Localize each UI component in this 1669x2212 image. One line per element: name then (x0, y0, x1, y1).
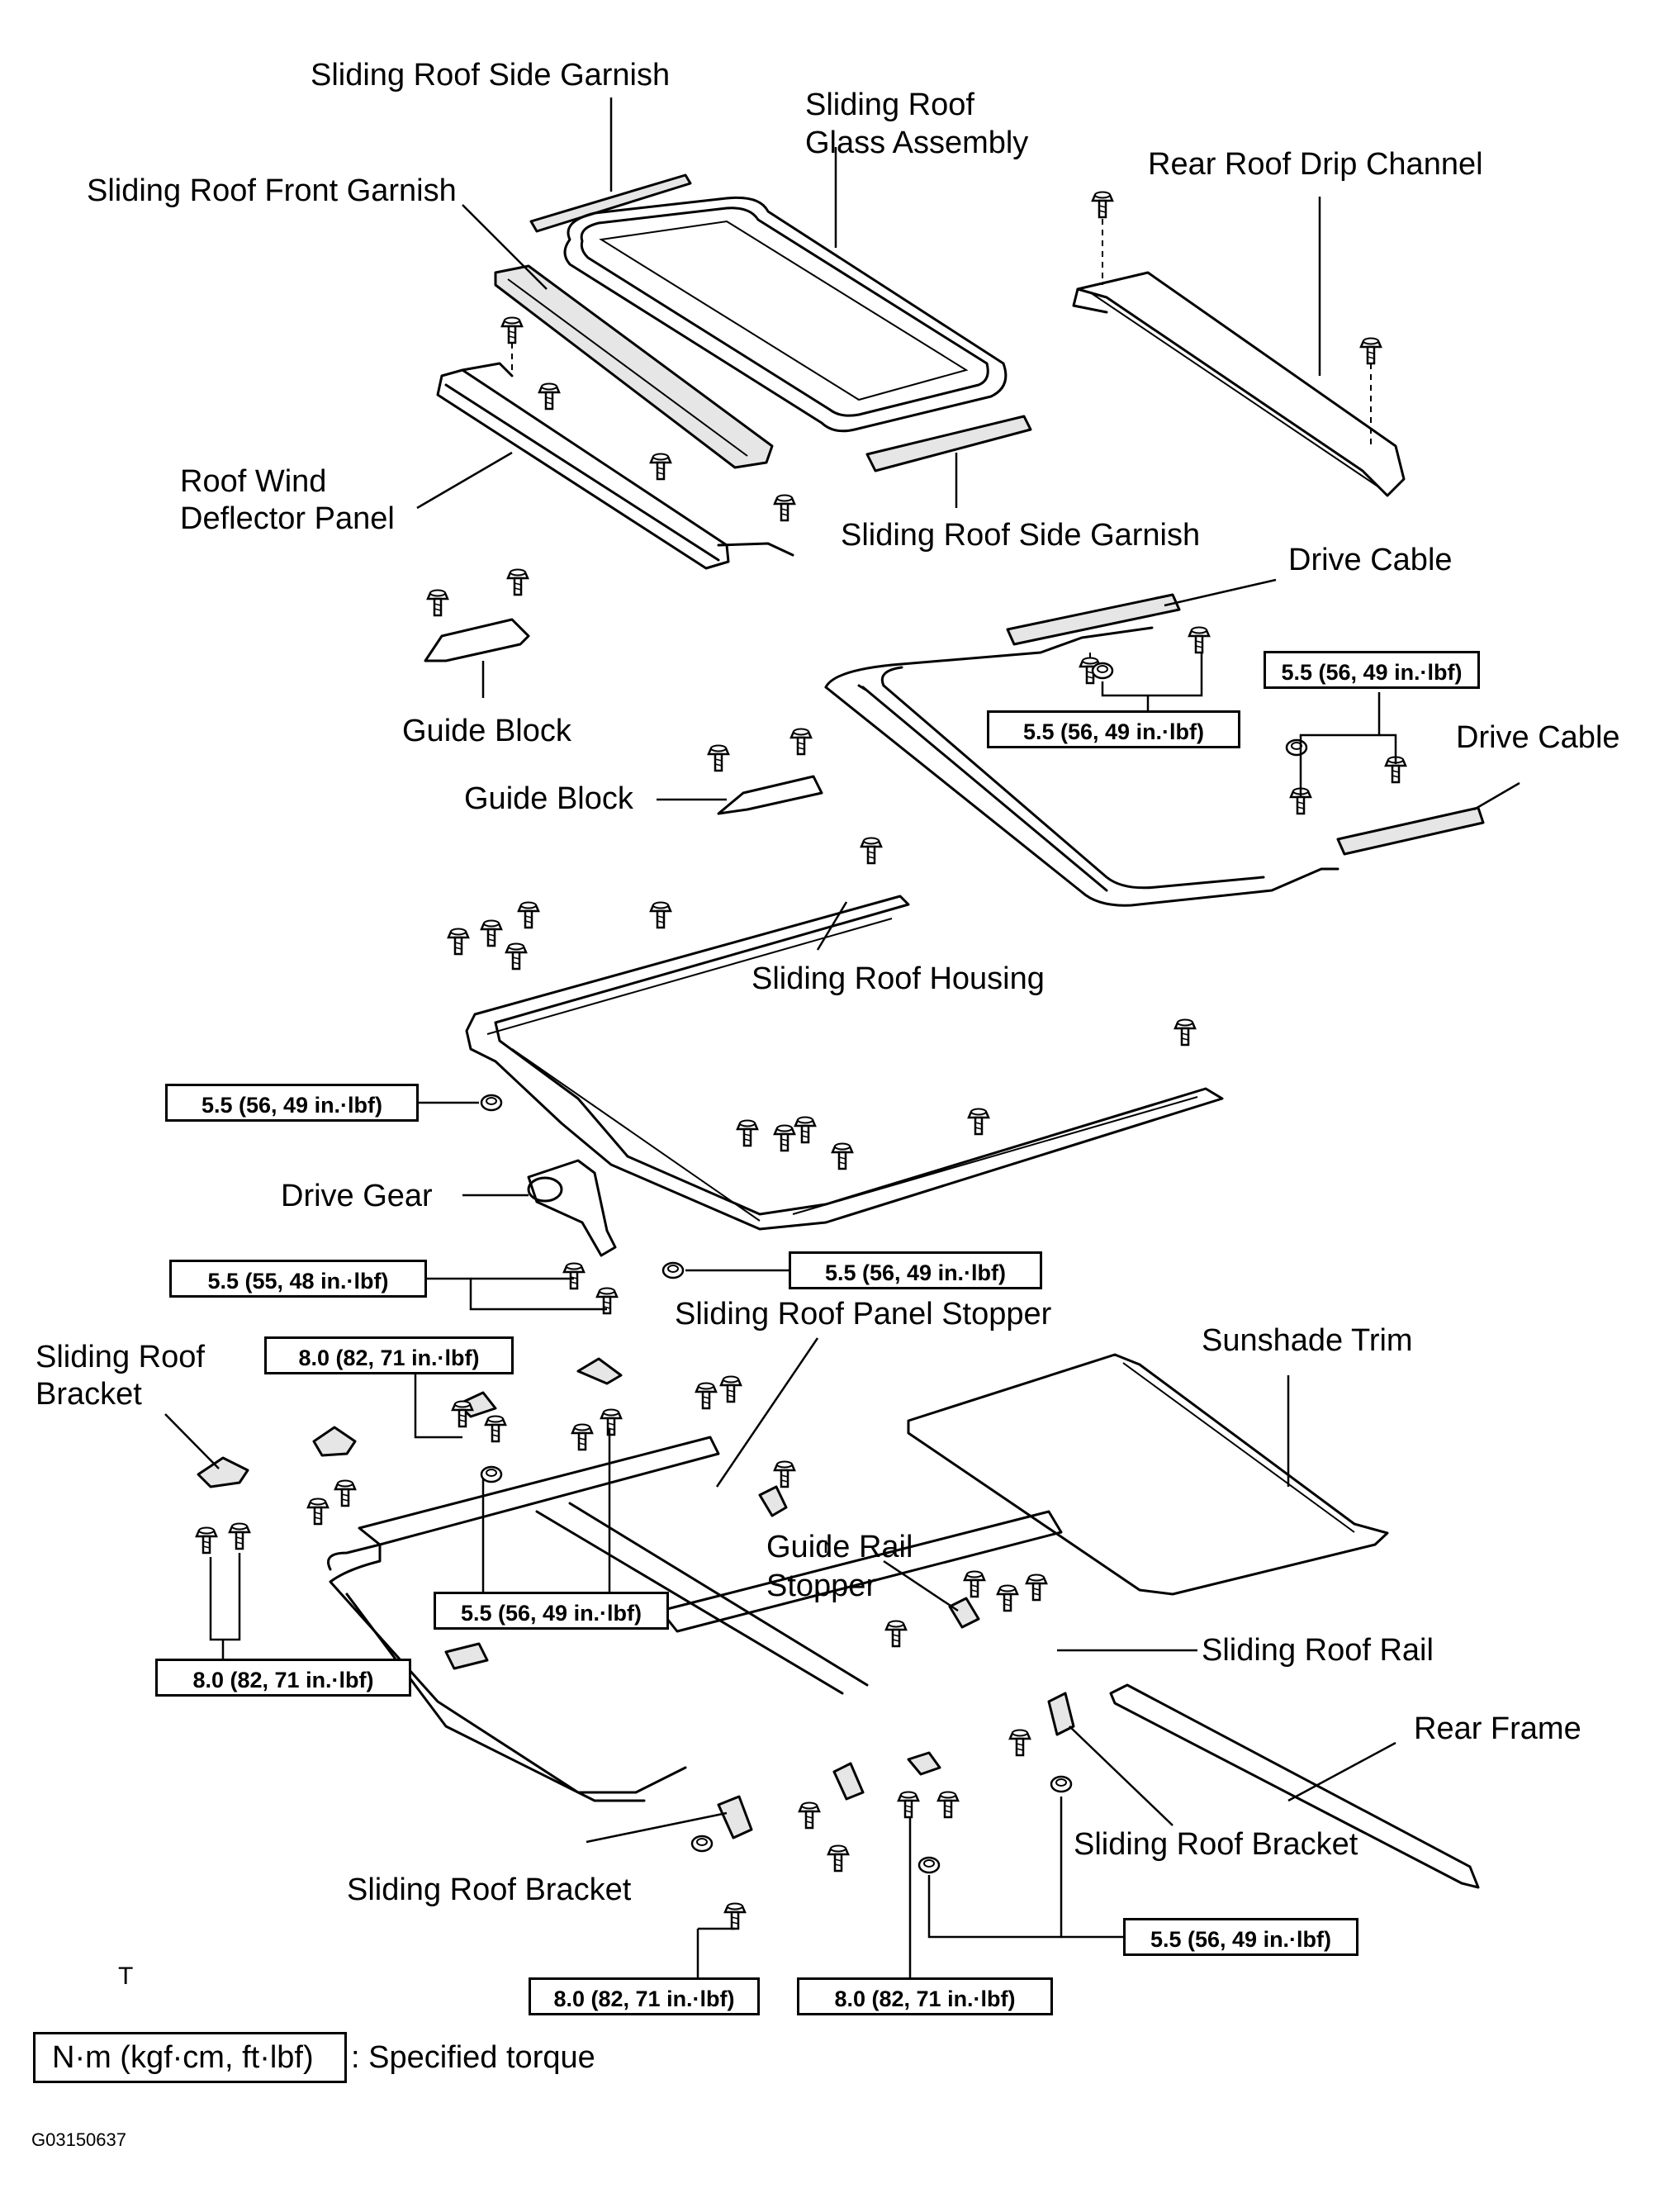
label-glass-assembly-line2: Glass Assembly (805, 126, 1029, 160)
legend-description: : Specified torque (351, 2040, 595, 2075)
label-housing: Sliding Roof Housing (752, 961, 1045, 996)
label-wind-deflector-line1: Roof Wind (180, 464, 327, 499)
label-side-garnish-top: Sliding Roof Side Garnish (311, 58, 671, 93)
torque-box-rail-front: 5.5 (56, 49 in.·lbf) (434, 1592, 669, 1630)
side-garnish-top-part (529, 97, 692, 233)
fasteners (195, 191, 1407, 1930)
label-bracket-left-line2: Bracket (36, 1377, 142, 1412)
glass-assembly-part (563, 147, 1008, 433)
front-garnish-part (462, 204, 774, 469)
label-rear-drip-channel: Rear Roof Drip Channel (1148, 147, 1483, 182)
label-bracket-bottom: Sliding Roof Bracket (347, 1873, 632, 1907)
torque-box-housing: 5.5 (56, 49 in.·lbf) (165, 1084, 419, 1122)
label-drive-gear: Drive Gear (281, 1179, 433, 1213)
label-bracket-left-line1: Sliding Roof (36, 1340, 205, 1374)
panel-stopper-leader (715, 1337, 819, 1488)
torque-box-bracket-left: 8.0 (82, 71 in.·lbf) (155, 1659, 411, 1697)
side-garnish-bottom-part (865, 415, 1032, 508)
sunshade-trim-part (907, 1353, 1389, 1596)
brackets-parts (164, 1357, 1174, 1844)
label-glass-assembly-line1: Sliding Roof (805, 88, 974, 122)
torque-box-bracket-right: 5.5 (56, 49 in.·lbf) (1123, 1918, 1358, 1956)
torque-box-housing-rear: 5.5 (56, 49 in.·lbf) (789, 1251, 1042, 1289)
torque-box-bracket-upper: 8.0 (82, 71 in.·lbf) (264, 1336, 514, 1374)
label-guide-block-1: Guide Block (402, 714, 571, 748)
label-drive-cable-top: Drive Cable (1288, 543, 1453, 577)
label-guide-rail-stopper-line2: Stopper (766, 1569, 877, 1603)
torque-box-drive-cable-top: 5.5 (56, 49 in.·lbf) (987, 710, 1240, 748)
drive-cable-part (824, 578, 1520, 907)
marker-t: T (118, 1963, 134, 1990)
label-front-garnish: Sliding Roof Front Garnish (87, 173, 457, 208)
label-wind-deflector-line2: Deflector Panel (180, 501, 395, 536)
torque-box-drive-gear: 5.5 (55, 48 in.·lbf) (169, 1260, 427, 1298)
figure-code: G03150637 (31, 2129, 126, 2150)
housing-part (465, 895, 1224, 1231)
label-drive-cable-right: Drive Cable (1456, 720, 1620, 755)
label-guide-block-2: Guide Block (464, 781, 633, 816)
torque-box-drive-cable-right: 5.5 (56, 49 in.·lbf) (1264, 651, 1480, 689)
torque-box-bracket-bottom-left: 8.0 (82, 71 in.·lbf) (529, 1977, 760, 2015)
guide-block-2-part (657, 775, 823, 815)
label-rear-frame: Rear Frame (1414, 1711, 1581, 1746)
label-roof-rail: Sliding Roof Rail (1202, 1633, 1434, 1668)
rear-frame-part (1109, 1683, 1480, 1889)
label-bracket-right: Sliding Roof Bracket (1074, 1827, 1358, 1862)
rear-drip-channel-part (1072, 197, 1406, 497)
label-panel-stopper: Sliding Roof Panel Stopper (675, 1297, 1052, 1331)
wind-deflector-part (416, 362, 794, 570)
legend-unit-box: N·m (kgf·cm, ft·lbf) (33, 2032, 347, 2083)
guide-block-1-part (424, 618, 530, 698)
label-guide-rail-stopper-line1: Guide Rail (766, 1530, 913, 1564)
label-side-garnish-bottom: Sliding Roof Side Garnish (841, 518, 1201, 553)
drive-gear-part (462, 1159, 617, 1257)
torque-box-bracket-bottom-right: 8.0 (82, 71 in.·lbf) (797, 1977, 1053, 2015)
label-sunshade-trim: Sunshade Trim (1202, 1323, 1413, 1358)
